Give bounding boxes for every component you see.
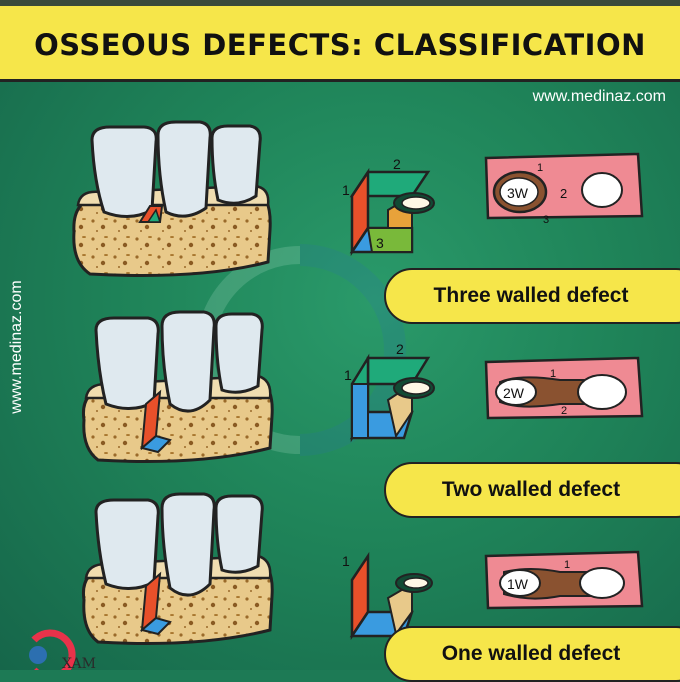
wall-number: 1 (342, 553, 350, 569)
wall-diagram-two-walled: 1 2 (344, 341, 435, 443)
label-two-walled-defect: Two walled defect (384, 462, 680, 518)
wall-number: 1 (342, 182, 350, 198)
wall-number: 2 (396, 341, 404, 357)
wall-number: 3 (376, 235, 384, 251)
wall-diagram-one-walled: 1 (342, 551, 433, 641)
website-watermark: www.medinaz.com (532, 88, 666, 105)
wall-diagram-three-walled: 1 2 3 (342, 156, 435, 257)
wall-number: 2 (393, 156, 401, 172)
title-band: OSSEOUS DEFECTS: CLASSIFICATION (0, 6, 680, 82)
plan-label: 2W (503, 385, 525, 401)
plan-view-two-walled: 2W 1 2 (484, 356, 644, 420)
plan-label: 3W (507, 185, 529, 201)
exam-logo: XAM (29, 629, 96, 670)
plan-number: 3 (543, 214, 549, 226)
defect-label: One walled defect (441, 642, 621, 665)
page-title: OSSEOUS DEFECTS: CLASSIFICATION (34, 28, 646, 62)
defect-label: Two walled defect (441, 478, 621, 501)
plan-number: 2 (560, 186, 567, 201)
plan-number: 1 (550, 368, 556, 380)
plan-label: 1W (507, 576, 529, 592)
label-one-walled-defect: One walled defect (384, 626, 680, 682)
defect-label: Three walled defect (433, 284, 629, 307)
jaw-illustration-one-walled (81, 492, 274, 645)
plan-number: 2 (561, 405, 567, 417)
jaw-illustration-two-walled (81, 310, 274, 463)
wall-number: 1 (344, 367, 352, 383)
logo-text: XAM (62, 656, 96, 670)
plan-view-three-walled: 3W 1 2 3 (484, 152, 644, 226)
jaw-illustration-three-walled (72, 120, 272, 277)
top-strip (0, 0, 680, 6)
plan-view-one-walled: 1W 1 (484, 550, 644, 610)
plan-number: 1 (537, 162, 543, 174)
plan-number: 1 (564, 559, 570, 571)
label-three-walled-defect: Three walled defect (384, 268, 680, 324)
